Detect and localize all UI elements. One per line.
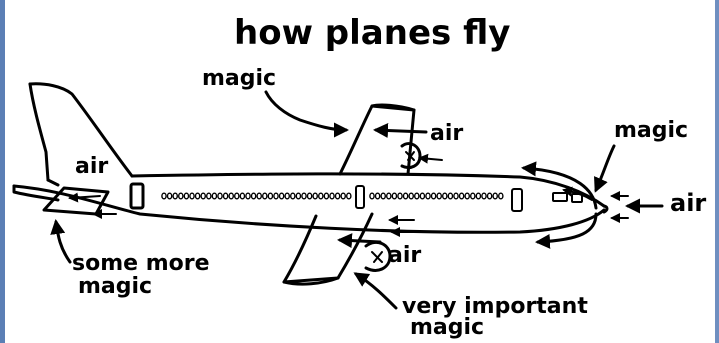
window [402,192,409,200]
front-door [511,188,523,212]
window [334,192,341,200]
airplane [12,82,609,286]
window [200,192,206,200]
diagram-title: how planes fly [234,13,510,53]
arrow-air-tail [68,192,101,203]
arrow-very-important-magic [353,272,398,310]
window [385,192,392,200]
window [380,192,387,200]
window [464,192,471,200]
window [250,192,257,200]
window [458,192,465,200]
tail-fin [28,82,134,178]
window [222,192,229,200]
right-frame-border [715,0,719,343]
label-magic-top: magic [202,66,276,91]
window [267,192,274,200]
window-row [161,192,504,200]
window [217,192,223,200]
bottom-wing [282,212,374,284]
airflow-nose-top [521,161,598,210]
label-very-important-line1: very important [402,294,588,319]
window [469,192,476,200]
label-air-top-wing: air [430,121,463,146]
arrow-air-top-wing [373,122,428,138]
window [492,192,499,200]
window [211,192,218,200]
arrow-air-bottom-wing [337,233,382,249]
arrow-magic-top [264,90,349,138]
window [278,192,285,200]
window [453,192,459,200]
window [419,192,426,200]
window [345,192,352,200]
label-some-more-line2: magic [78,274,152,299]
window [161,192,167,200]
window [486,192,493,200]
label-air-bottom-wing: air [388,243,421,268]
top-wing [338,104,416,176]
window [239,192,246,200]
window [233,192,240,200]
window [481,192,487,200]
window [329,192,335,200]
window [425,192,431,200]
window [369,192,375,200]
window [374,192,381,200]
rear-door [129,182,145,210]
window [166,192,173,200]
window [430,192,437,200]
window [397,192,403,200]
window [273,192,279,200]
window [323,192,330,200]
window [391,192,398,200]
window [261,192,268,200]
label-air-tail: air [75,154,108,179]
window [306,192,313,200]
middle-door [355,185,365,209]
window [245,192,251,200]
window [340,192,347,200]
window [189,192,195,200]
window [228,192,234,200]
arrow-air-top-engine [418,153,443,164]
label-air-nose: air [670,189,706,217]
window [295,192,302,200]
window [413,192,420,200]
window [447,192,454,200]
window [301,192,307,200]
window [194,192,201,200]
left-frame-border [0,0,5,343]
window [205,192,212,200]
window [177,192,184,200]
label-very-important-line2: magic [410,315,484,340]
horizontal-stabilizer [42,186,110,216]
window [497,192,504,200]
window [256,192,263,200]
label-some-more-line1: some more [72,251,210,276]
window [289,192,296,200]
window [408,192,415,200]
arrow-some-more-magic [50,219,72,264]
window [183,192,190,200]
window [436,192,443,200]
window [312,192,319,200]
fuselage [130,172,606,208]
window [475,192,482,200]
airflow-nose-bottom [535,212,598,249]
window [441,192,448,200]
arrow-magic-nose [594,144,616,193]
window [317,192,324,200]
window [172,192,178,200]
cockpit-window [552,192,568,202]
window [284,192,291,200]
label-magic-nose: magic [614,118,688,143]
